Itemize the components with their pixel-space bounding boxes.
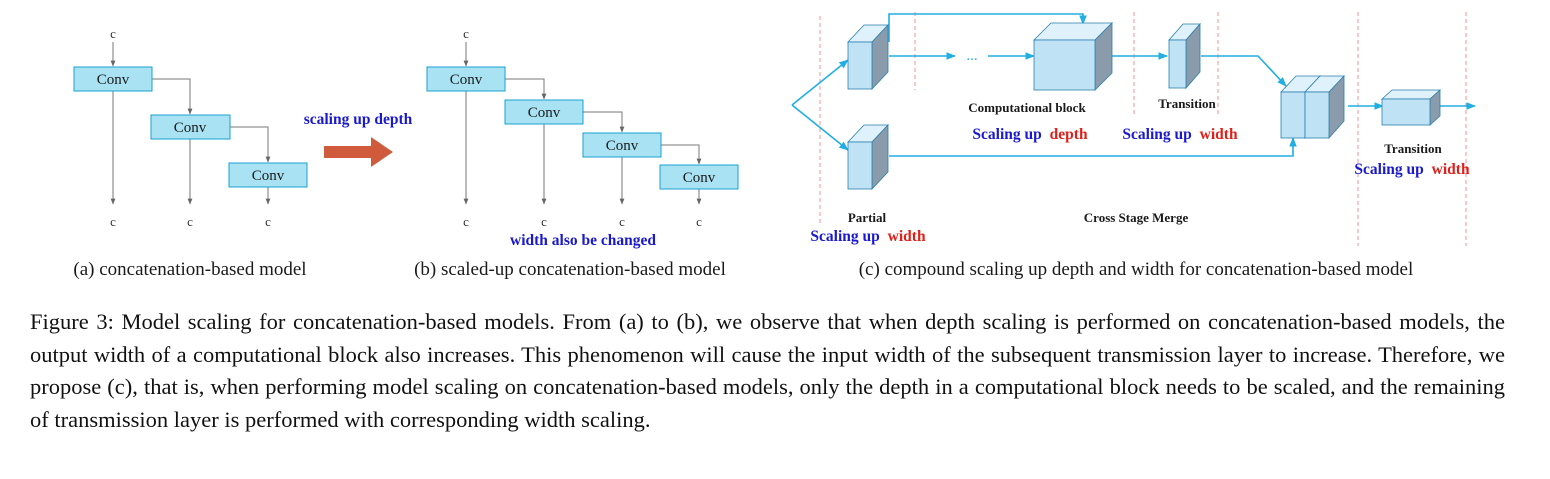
output-c-label: c	[541, 214, 547, 229]
dots-label: ...	[966, 48, 977, 64]
conv-block	[73, 66, 153, 92]
scaling-up-depth-label: scaling up depth	[304, 111, 413, 128]
panel-a	[110, 42, 271, 205]
scaling-width-label-final: Scaling up width	[1354, 161, 1470, 178]
output-c-label: c	[463, 214, 469, 229]
output-c-label: c	[696, 214, 702, 229]
sublabel-b: (b) scaled-up concatenation-based model	[414, 259, 726, 280]
depth-text: depth	[1050, 126, 1088, 143]
width-also-changed-label: width also be changed	[510, 232, 656, 249]
sublabel-c: (c) compound scaling up depth and width …	[859, 259, 1414, 280]
final-transition-block	[1380, 89, 1442, 126]
sublabel-a: (a) concatenation-based model	[73, 259, 306, 280]
output-c-label: c	[619, 214, 625, 229]
scaling-width-label: Scaling up width	[1122, 126, 1238, 143]
input-c-label: c	[110, 26, 116, 41]
conv-block	[228, 162, 308, 188]
figure-diagram: Conv Conv Conv c c c c scaling up depth …	[73, 12, 1476, 280]
panel-a-blocks: Conv Conv Conv c c c c	[73, 26, 308, 229]
scaling-up-text: Scaling up	[810, 228, 879, 245]
width-text: width	[1200, 126, 1238, 143]
transition-label: Transition	[1158, 96, 1216, 111]
conv-block	[150, 114, 231, 140]
partial-block-top	[847, 23, 889, 91]
conv-block	[659, 164, 739, 190]
final-transition-label: Transition	[1384, 141, 1442, 156]
width-text: width	[888, 228, 926, 245]
partial-block-bottom	[847, 123, 889, 191]
scaling-up-text: Scaling up	[972, 126, 1041, 143]
cross-stage-merge-label: Cross Stage Merge	[1084, 210, 1189, 225]
panel-b-blocks: Conv Conv Conv Conv c c c c c width also…	[426, 26, 739, 249]
conv-label: Conv	[528, 105, 561, 121]
conv-block	[426, 66, 506, 92]
conv-block	[582, 132, 662, 158]
computational-block-label: Computational block	[968, 100, 1086, 115]
panel-c-dashed-lines	[819, 12, 1467, 246]
conv-block	[504, 99, 584, 125]
conv-label: Conv	[97, 72, 130, 88]
output-c-label: c	[110, 214, 116, 229]
scaling-arrow-icon	[324, 137, 393, 167]
transition-block	[1168, 22, 1201, 90]
input-c-label: c	[463, 26, 469, 41]
scaling-up-text: Scaling up	[1354, 161, 1423, 178]
scaling-up-text: Scaling up	[1122, 126, 1191, 143]
conv-label: Conv	[450, 72, 483, 88]
output-c-label: c	[187, 214, 193, 229]
panel-b	[463, 42, 702, 205]
conv-label: Conv	[252, 168, 285, 184]
figure-caption: Figure 3: Model scaling for concatenatio…	[30, 309, 1505, 432]
scaling-depth-label: Scaling up depth	[972, 126, 1088, 143]
conv-label: Conv	[174, 120, 207, 136]
width-text: width	[1432, 161, 1470, 178]
scaling-width-label-partial: Scaling up width	[810, 228, 926, 245]
partial-label: Partial	[848, 210, 887, 225]
panel-c-flow	[791, 13, 1476, 157]
merge-block-right	[1304, 74, 1345, 140]
conv-label: Conv	[606, 138, 639, 154]
output-c-label: c	[265, 214, 271, 229]
conv-label: Conv	[683, 170, 716, 186]
computational-block	[1033, 22, 1113, 91]
